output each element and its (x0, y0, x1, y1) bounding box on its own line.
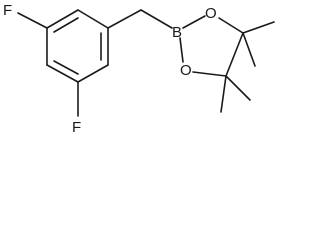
methyl-bond-1 (242, 21, 275, 34)
bond-oxygen-top-to-c1 (218, 17, 244, 34)
bond-ch2-to-boron (140, 9, 173, 29)
oxygen-bottom-label: O (180, 62, 192, 79)
ring-bond-2 (77, 9, 109, 29)
bond-ring-to-ch2 (107, 9, 142, 29)
methyl-bond-2 (242, 32, 256, 67)
ring-bond-4 (77, 64, 109, 83)
methyl-bond-3 (225, 75, 251, 101)
ring-double-bond-1 (53, 17, 79, 33)
fluorine-bottom-label: F (72, 119, 81, 136)
ring-double-bond-3 (53, 60, 79, 75)
oxygen-top-label: O (205, 5, 217, 22)
bond-to-fluorine-top (17, 12, 48, 29)
boron-label: B (172, 24, 182, 41)
ring-bond-5 (46, 64, 79, 83)
bond-boron-to-oxygen-bottom (179, 37, 184, 63)
bond-boron-to-oxygen-top (182, 15, 206, 29)
bond-c1-to-c2 (225, 32, 244, 77)
fluorine-top-label: F (3, 2, 12, 19)
ring-bond-1 (46, 9, 79, 29)
molecule-structure-diagram: F F B O O (3, 2, 275, 136)
methyl-bond-4 (220, 75, 227, 113)
bond-oxygen-bottom-to-c2 (192, 71, 227, 77)
